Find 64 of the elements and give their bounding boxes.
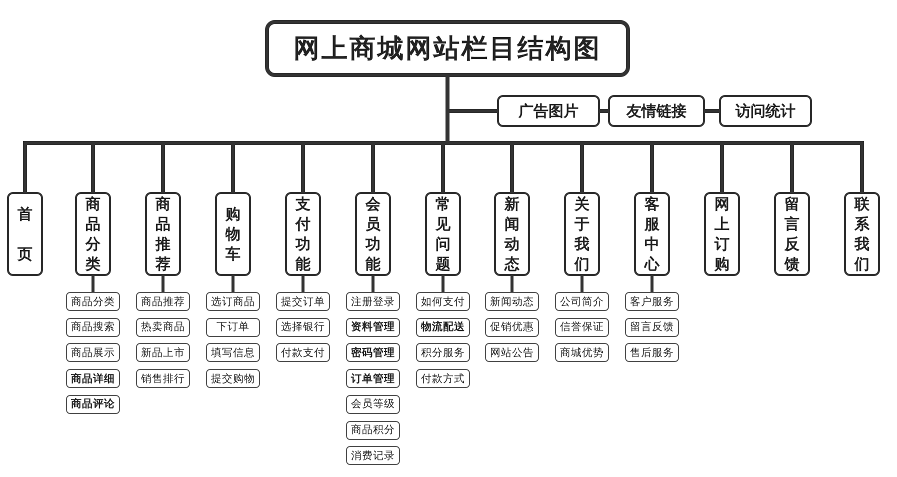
connector-line: [510, 276, 514, 292]
item-box: 选订商品: [206, 292, 260, 311]
item-box: 填写信息: [206, 343, 260, 362]
item-box: 信誉保证: [555, 318, 609, 337]
item-box: 物流配送: [416, 318, 470, 337]
section-box: 客服中心: [634, 192, 670, 276]
section-box: 首页: [7, 192, 43, 276]
item-box: 付款支付: [276, 343, 330, 362]
item-box: 积分服务: [416, 343, 470, 362]
item-box: 客户服务: [625, 292, 679, 311]
item-box: 新闻动态: [485, 292, 539, 311]
item-box: 选择银行: [276, 318, 330, 337]
item-box: 密码管理: [346, 343, 400, 362]
item-box: 公司简介: [555, 292, 609, 311]
section-box: 支付功能: [285, 192, 321, 276]
section-box: 商品分类: [75, 192, 111, 276]
link-box: 友情链接: [608, 95, 705, 127]
connector-line: [705, 109, 719, 113]
item-box: 下订单: [206, 318, 260, 337]
link-box: 广告图片: [497, 95, 600, 127]
item-box: 新品上市: [136, 343, 190, 362]
item-box: 热卖商品: [136, 318, 190, 337]
connector-line: [302, 276, 304, 292]
section-box: 留言反馈: [774, 192, 810, 276]
connector-line: [92, 276, 94, 292]
item-box: 商城优势: [555, 343, 609, 362]
item-box: 资料管理: [346, 318, 400, 337]
item-box: 销售排行: [136, 369, 190, 388]
item-box: 留言反馈: [625, 318, 679, 337]
section-box: 联系我们: [844, 192, 880, 276]
section-box: 商品推荐: [145, 192, 181, 276]
item-box: 商品推荐: [136, 292, 190, 311]
title-box: 网上商城网站栏目结构图: [265, 20, 630, 77]
item-box: 订单管理: [346, 369, 400, 388]
item-box: 商品积分: [346, 420, 400, 440]
item-box: 注册登录: [346, 292, 400, 311]
link-box: 访问统计: [719, 95, 812, 127]
item-box: 商品搜索: [66, 318, 120, 337]
item-box: 付款方式: [416, 369, 470, 388]
item-box: 如何支付: [416, 292, 470, 311]
section-box: 网上订购: [704, 192, 740, 276]
section-box: 新闻动态: [494, 192, 530, 276]
section-box: 会员功能: [355, 192, 391, 276]
section-box: 常见问题: [425, 192, 461, 276]
section-box: 购物车: [215, 192, 251, 276]
item-box: 提交购物: [206, 369, 260, 388]
item-box: 消费记录: [346, 446, 400, 466]
connector-line: [650, 276, 654, 292]
item-box: 会员等级: [346, 394, 400, 414]
connector-line: [162, 276, 164, 292]
section-box: 关于我们: [564, 192, 600, 276]
item-box: 售后服务: [625, 343, 679, 362]
item-box: 促销优惠: [485, 318, 539, 337]
connector-line: [580, 276, 584, 292]
connector-line: [442, 276, 444, 292]
item-box: 网站公告: [485, 343, 539, 362]
item-box: 提交订单: [276, 292, 330, 311]
connector-line: [600, 109, 608, 113]
item-box: 商品详细: [66, 369, 120, 388]
connector-line: [372, 276, 374, 292]
item-box: 商品评论: [66, 394, 120, 414]
connector-line: [232, 276, 234, 292]
item-box: 商品分类: [66, 292, 120, 311]
item-box: 商品展示: [66, 343, 120, 362]
